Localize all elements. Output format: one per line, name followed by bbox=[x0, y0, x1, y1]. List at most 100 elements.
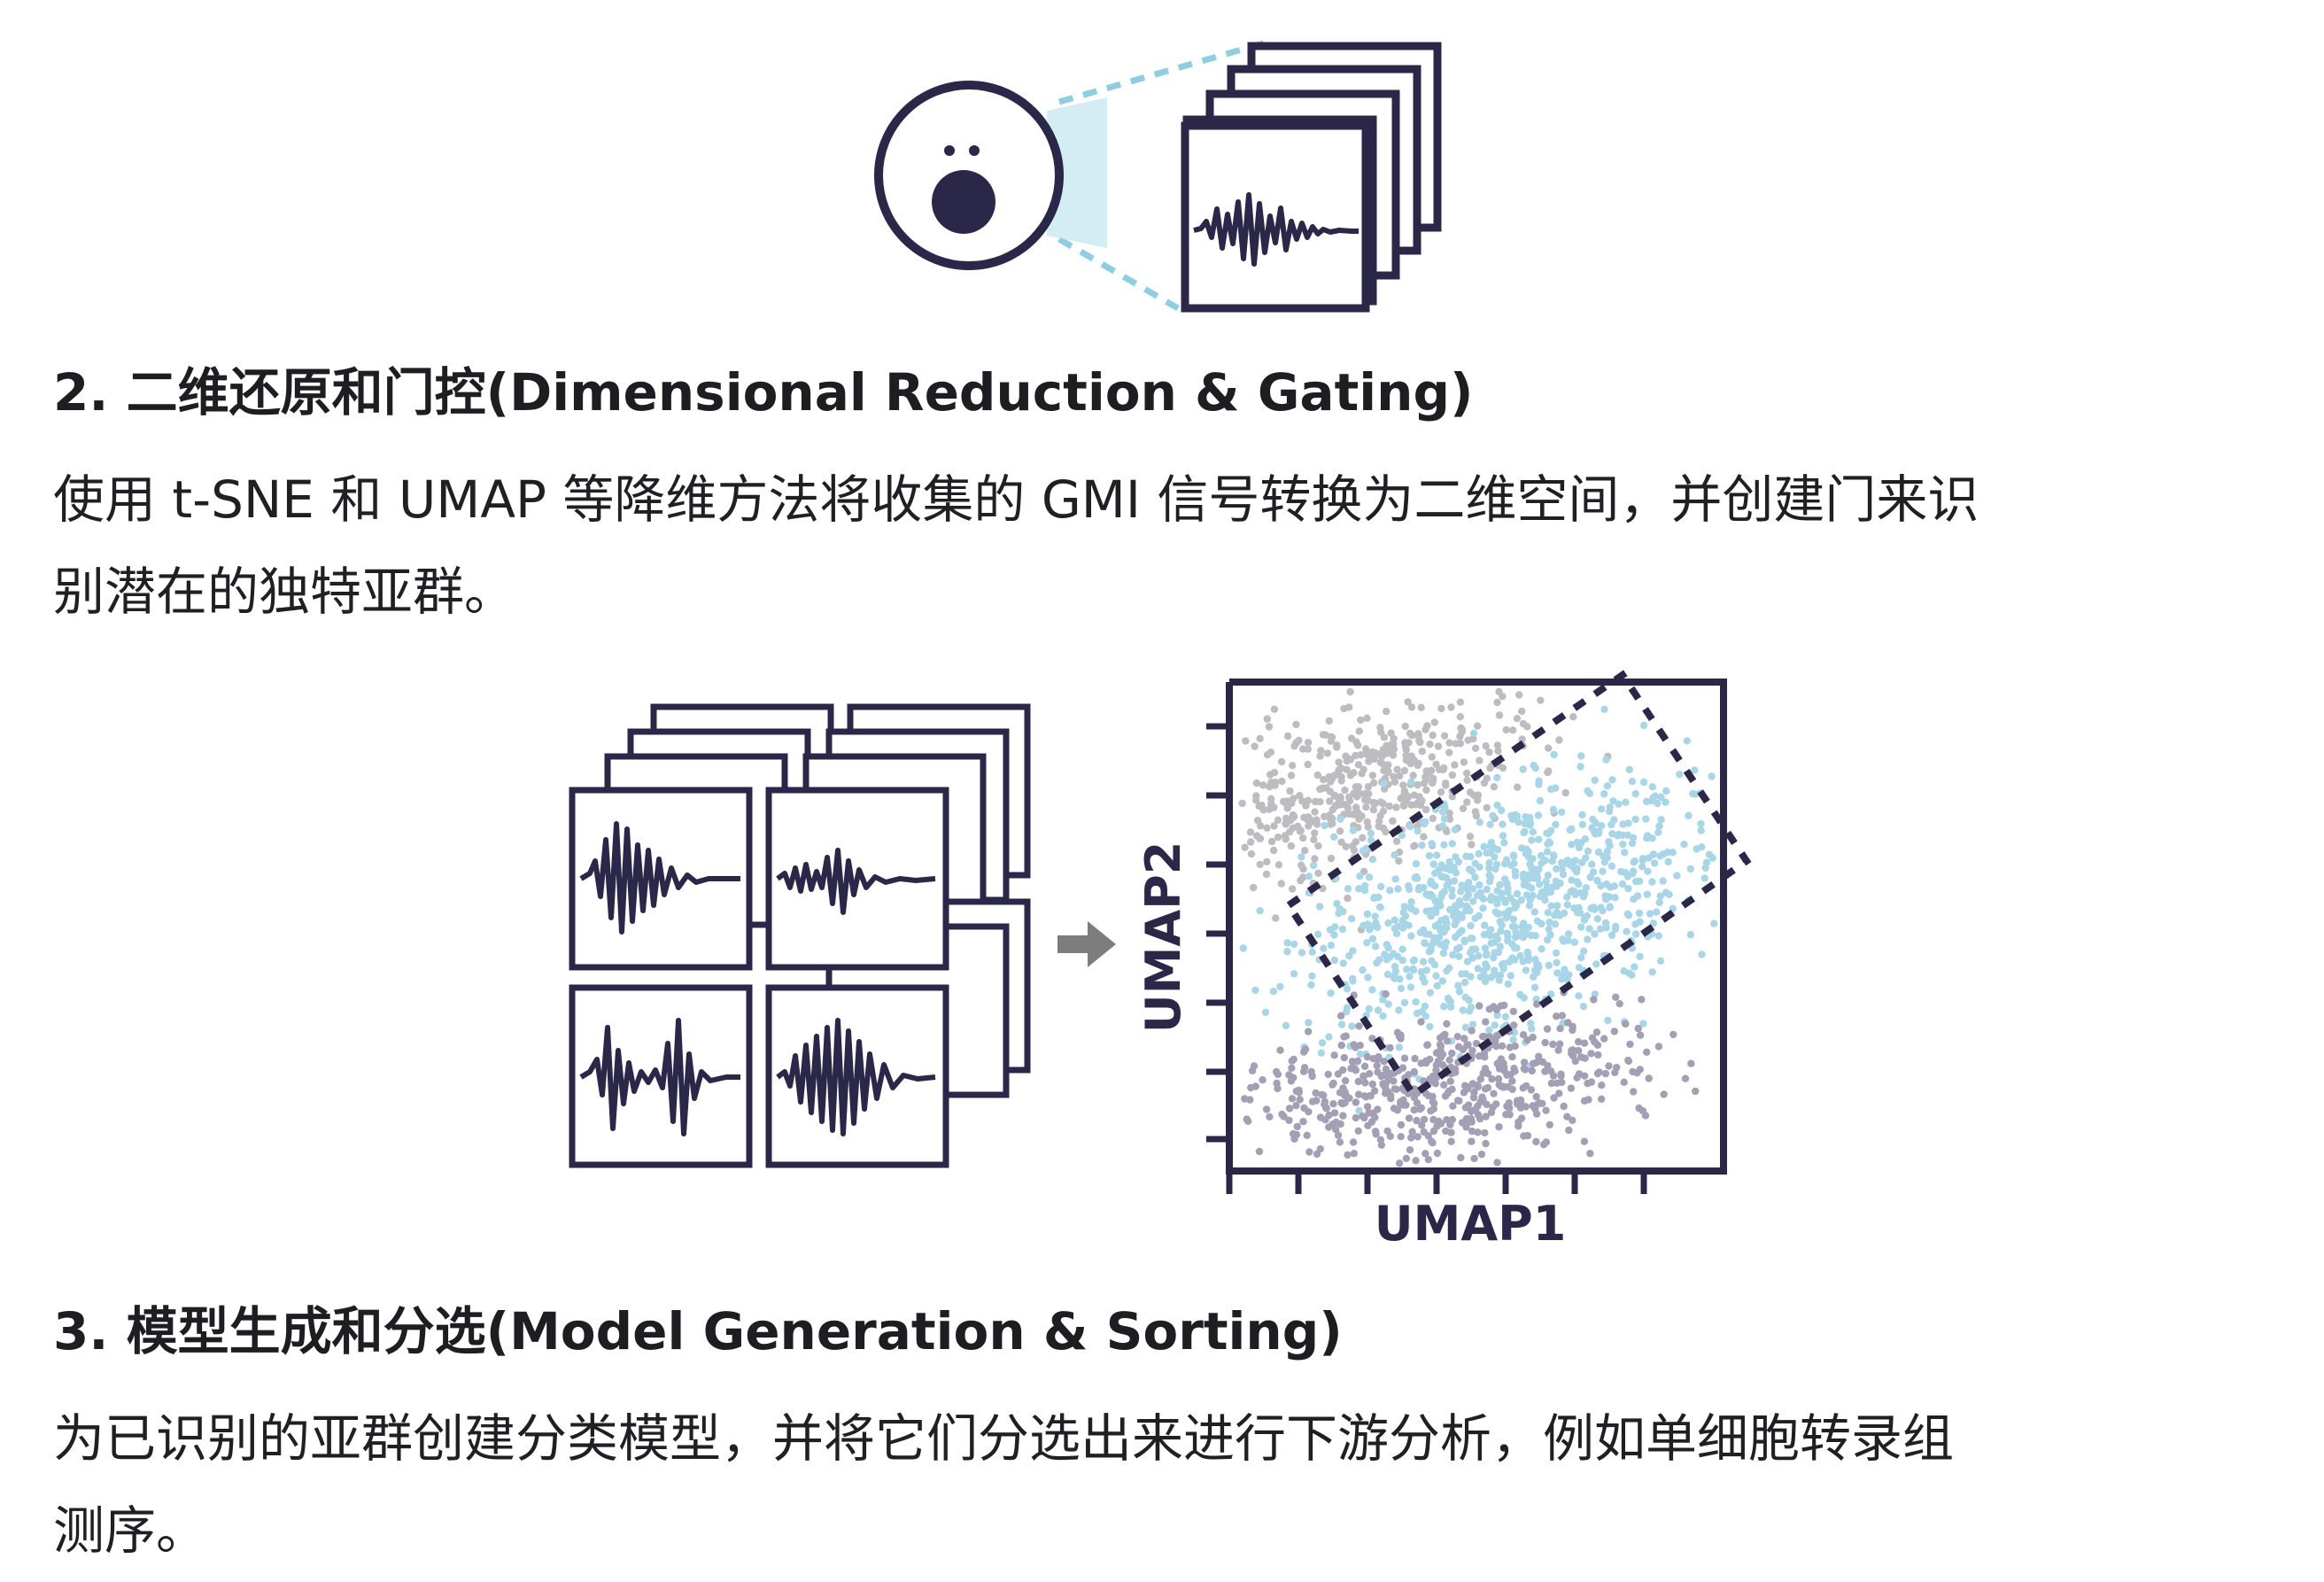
scatter-point bbox=[1380, 1058, 1388, 1066]
scatter-point bbox=[1698, 950, 1706, 958]
scatter-point bbox=[1354, 741, 1362, 749]
scatter-point bbox=[1511, 944, 1519, 952]
scatter-point bbox=[1380, 779, 1388, 787]
scatter-point bbox=[1605, 838, 1613, 846]
scatter-point bbox=[1422, 786, 1430, 795]
scatter-point bbox=[1305, 1028, 1313, 1035]
scatter-point bbox=[1458, 1119, 1467, 1127]
scatter-point bbox=[1635, 1104, 1643, 1113]
scatter-point bbox=[1554, 1046, 1562, 1054]
scatter-point bbox=[1313, 820, 1321, 828]
scatter-point bbox=[1536, 796, 1545, 805]
scatter-point bbox=[1397, 1035, 1405, 1043]
scatter-point bbox=[1303, 1131, 1311, 1139]
scatter-point bbox=[1429, 860, 1437, 868]
scatter-point bbox=[1630, 867, 1638, 875]
scatter-point bbox=[1446, 997, 1454, 1006]
scatter-point bbox=[1407, 898, 1415, 906]
scatter-point bbox=[1575, 1046, 1583, 1055]
scatter-point bbox=[1549, 1040, 1557, 1049]
scatter-point bbox=[1339, 1112, 1347, 1120]
scatter-point bbox=[1587, 1050, 1595, 1058]
scatter-point bbox=[1400, 903, 1408, 911]
scatter-point bbox=[1364, 783, 1373, 791]
scatter-point bbox=[1509, 1035, 1517, 1043]
scatter-point bbox=[1397, 984, 1406, 992]
scatter-point bbox=[1465, 879, 1473, 887]
scatter-point bbox=[1508, 954, 1516, 962]
scatter-point bbox=[1325, 797, 1334, 805]
scatter-point bbox=[1325, 1123, 1333, 1131]
scatter-point bbox=[1416, 738, 1424, 747]
scatter-point bbox=[1483, 1083, 1492, 1092]
scatter-point bbox=[1474, 722, 1482, 730]
scatter-point bbox=[1522, 966, 1530, 974]
scatter-point bbox=[1492, 860, 1501, 869]
scatter-point bbox=[1485, 878, 1494, 886]
scatter-point bbox=[1516, 951, 1524, 960]
scatter-point bbox=[1452, 917, 1460, 925]
scatter-point bbox=[1299, 834, 1307, 842]
scatter-point bbox=[1513, 889, 1522, 898]
scatter-point bbox=[1273, 1079, 1281, 1088]
scatter-point bbox=[1379, 1080, 1387, 1088]
scatter-point bbox=[1517, 1114, 1526, 1122]
scatter-point bbox=[1567, 1084, 1576, 1092]
scatter-point bbox=[1445, 1056, 1453, 1064]
scatter-point bbox=[1466, 833, 1475, 841]
scatter-point bbox=[1452, 1068, 1460, 1076]
scatter-point bbox=[1441, 1030, 1449, 1039]
scatter-point bbox=[1327, 942, 1336, 950]
scatter-point bbox=[1338, 925, 1347, 934]
scatter-point bbox=[1247, 838, 1255, 846]
scatter-point bbox=[1701, 864, 1709, 872]
scatter-point bbox=[1349, 1138, 1358, 1146]
scatter-point bbox=[1282, 835, 1290, 843]
signal-frame-stack bbox=[1181, 42, 1442, 313]
scatter-point bbox=[1495, 687, 1503, 696]
scatter-point bbox=[1329, 1100, 1337, 1108]
scatter-point bbox=[1451, 826, 1459, 834]
scatter-point bbox=[1475, 1052, 1483, 1060]
scatter-point bbox=[1508, 1053, 1516, 1061]
scatter-point bbox=[1592, 960, 1600, 968]
scatter-point bbox=[1494, 747, 1502, 755]
scatter-point bbox=[1553, 908, 1561, 917]
scatter-point bbox=[1327, 854, 1336, 863]
scatter-point bbox=[1359, 847, 1367, 855]
scatter-point bbox=[1391, 925, 1398, 933]
scatter-point bbox=[1519, 765, 1527, 773]
scatter-point bbox=[1341, 1076, 1350, 1085]
scatter-point bbox=[1310, 835, 1318, 844]
scatter-point bbox=[1239, 944, 1247, 952]
scatter-point bbox=[1328, 814, 1336, 823]
scatter-point bbox=[1474, 1081, 1482, 1090]
scatter-point bbox=[1680, 841, 1688, 849]
scatter-point bbox=[1580, 1039, 1589, 1047]
scatter-point bbox=[1299, 1067, 1308, 1075]
scatter-point bbox=[1578, 820, 1587, 829]
scatter-point bbox=[1501, 1012, 1510, 1021]
scatter-point bbox=[1683, 737, 1692, 745]
scatter-point bbox=[1710, 919, 1718, 927]
scatter-point bbox=[1644, 867, 1652, 875]
section-2-body-line-2: 别潜在的独特亚群。 bbox=[53, 562, 516, 622]
scatter-point bbox=[1438, 808, 1447, 816]
scatter-point bbox=[1607, 931, 1616, 939]
scatter-point bbox=[1372, 919, 1380, 927]
scatter-point bbox=[1481, 944, 1490, 952]
scatter-point bbox=[1521, 827, 1529, 836]
scatter-point bbox=[1597, 903, 1605, 911]
scatter-point bbox=[1631, 815, 1639, 824]
scatter-point bbox=[1622, 1020, 1630, 1028]
scatter-point bbox=[1464, 891, 1473, 899]
scatter-point bbox=[1342, 842, 1350, 850]
scatter-point bbox=[1620, 1078, 1628, 1086]
scatter-point bbox=[1570, 938, 1579, 946]
scatter-point bbox=[1255, 1147, 1264, 1156]
scatter-point bbox=[1708, 772, 1716, 780]
scatter-point bbox=[1569, 1026, 1576, 1035]
scatter-point bbox=[1445, 964, 1453, 972]
scatter-point bbox=[1553, 882, 1561, 890]
scatter-point bbox=[1426, 1074, 1434, 1083]
